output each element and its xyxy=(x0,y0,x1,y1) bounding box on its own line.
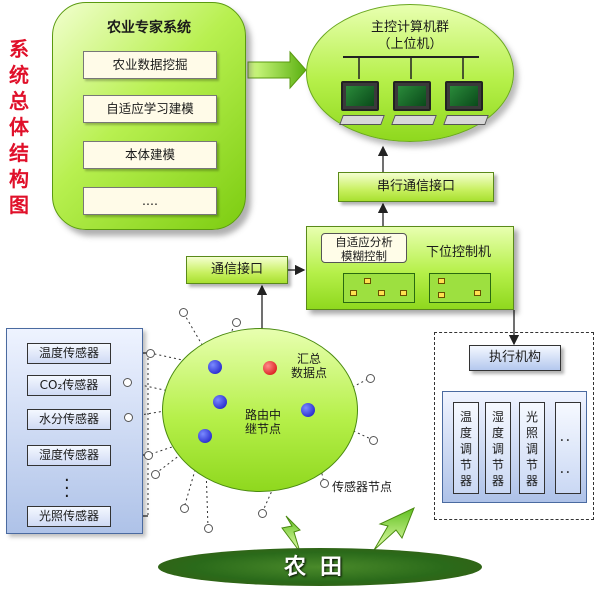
lower-controller-box: 自适应分析 模糊控制 下位控制机 xyxy=(306,226,514,310)
sensor-temperature: 温度传感器 xyxy=(27,343,111,364)
comm-interface-box: 通信接口 xyxy=(186,256,288,284)
router-label: 路由中 继节点 xyxy=(244,408,281,436)
sensor-node xyxy=(180,504,189,513)
serial-interface-box: 串行通信接口 xyxy=(338,172,494,202)
expert-system-panel: 农业专家系统 农业数据挖掘 自适应学习建模 本体建模 .... xyxy=(52,2,246,230)
circuit-board-icon xyxy=(343,273,415,303)
relay-node xyxy=(301,403,315,417)
keyboard-icon xyxy=(339,115,385,125)
circuit-board-icon xyxy=(429,273,491,303)
regulator-temperature: 温 度 调 节 器 xyxy=(453,402,479,494)
sensor-node xyxy=(258,509,267,518)
regulator-ellipsis: ．． ．． xyxy=(555,402,581,494)
expert-item-ontology: 本体建模 xyxy=(83,141,217,169)
expert-item-ellipsis: .... xyxy=(83,187,217,215)
adaptive-fuzzy-control-label: 自适应分析 模糊控制 xyxy=(321,233,407,263)
sensor-node xyxy=(204,524,213,533)
sensor-node xyxy=(124,413,133,422)
sensor-moisture: 水分传感器 xyxy=(27,409,111,430)
computer-monitor-icon xyxy=(341,81,379,111)
relay-node xyxy=(208,360,222,374)
field-arrow-right xyxy=(373,507,415,551)
sensor-node xyxy=(366,374,375,383)
expert-item-adaptive-learning: 自适应学习建模 xyxy=(83,95,217,123)
farmland: 农田 xyxy=(158,548,482,586)
regulator-light: 光 照 调 节 器 xyxy=(519,402,545,494)
sensor-light: 光照传感器 xyxy=(27,506,111,527)
farmland-label: 农田 xyxy=(283,554,356,580)
keyboard-icon xyxy=(443,115,489,125)
sensor-node xyxy=(146,349,155,358)
regulator-group: 温 度 调 节 器 湿 度 调 节 器 光 照 调 节 器 ．． ．． xyxy=(442,391,587,503)
sensor-node xyxy=(232,318,241,327)
sensor-panel: 温度传感器 CO₂传感器 水分传感器 湿度传感器 · · · 光照传感器 xyxy=(6,328,143,534)
actuator-panel: 执行机构 温 度 调 节 器 湿 度 调 节 器 光 照 调 节 器 ．． ．． xyxy=(434,332,594,520)
computer-monitor-icon xyxy=(445,81,483,111)
side-title: 系 统 总 体 结 构 图 xyxy=(9,37,29,217)
expert-system-title: 农业专家系统 xyxy=(107,20,191,36)
computer-monitor-icon xyxy=(393,81,431,111)
sensor-node xyxy=(369,436,378,445)
regulator-humidity: 湿 度 调 节 器 xyxy=(485,402,511,494)
sink-node xyxy=(263,361,277,375)
sensor-node xyxy=(320,479,329,488)
expert-to-host-arrow xyxy=(247,50,307,90)
sensor-node xyxy=(123,378,132,387)
host-computer-cluster: 主控计算机群 （上位机） xyxy=(306,4,514,142)
actuator-title: 执行机构 xyxy=(469,345,561,371)
sensor-node xyxy=(144,451,153,460)
sensor-node xyxy=(179,308,188,317)
sink-label: 汇总 数据点 xyxy=(290,352,327,380)
sensor-network-ellipse xyxy=(162,328,358,492)
sensor-node xyxy=(151,470,160,479)
host-bus xyxy=(343,56,479,79)
lower-controller-label: 下位控制机 xyxy=(425,245,491,260)
sensor-ellipsis: · · · xyxy=(64,470,70,507)
keyboard-icon xyxy=(391,115,437,125)
expert-item-data-mining: 农业数据挖掘 xyxy=(83,51,217,79)
relay-node xyxy=(198,429,212,443)
host-title: 主控计算机群 （上位机） xyxy=(370,20,449,52)
sensor-humidity: 湿度传感器 xyxy=(27,445,111,466)
sensor-nodes-label: 传感器节点 xyxy=(332,480,393,494)
relay-node xyxy=(213,395,227,409)
sensor-co2: CO₂传感器 xyxy=(27,375,111,396)
field-arrow-left xyxy=(281,515,301,553)
